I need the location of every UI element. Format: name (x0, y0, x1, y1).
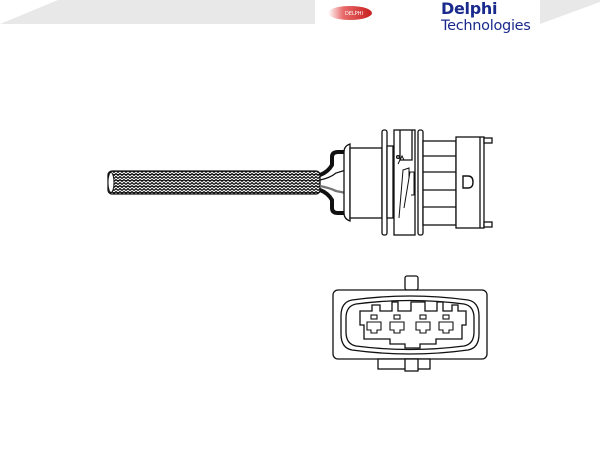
flange-rear (417, 129, 424, 236)
inner-shroud (340, 295, 480, 355)
braided-cable (107, 170, 321, 195)
delphi-badge-icon: DELPHI (328, 6, 372, 20)
connector-head (455, 136, 493, 229)
svg-text:DELPHI: DELPHI (345, 11, 363, 17)
pin-2 (389, 314, 405, 334)
logo-block (378, 0, 540, 40)
cable-boot (343, 143, 351, 222)
pin-4 (438, 314, 454, 334)
d-marking-icon (462, 175, 474, 189)
latch-housing (393, 129, 416, 236)
connector-pins (366, 314, 454, 334)
pin-3 (415, 314, 431, 334)
flange-front (381, 129, 388, 236)
ribbed-body (422, 140, 457, 226)
top-key-tab (404, 275, 419, 291)
pin-1 (366, 314, 382, 334)
banner-left-wedge (0, 0, 315, 24)
connector-face-view (332, 275, 488, 372)
brand-logo: Delphi Technologies (441, 1, 531, 34)
pin-cavity (359, 301, 467, 349)
brand-name: Delphi (441, 0, 498, 18)
bottom-tab (377, 358, 431, 370)
brand-subtitle: Technologies (441, 18, 531, 34)
sensor-side-view (107, 129, 493, 236)
wire-leads (319, 150, 347, 215)
